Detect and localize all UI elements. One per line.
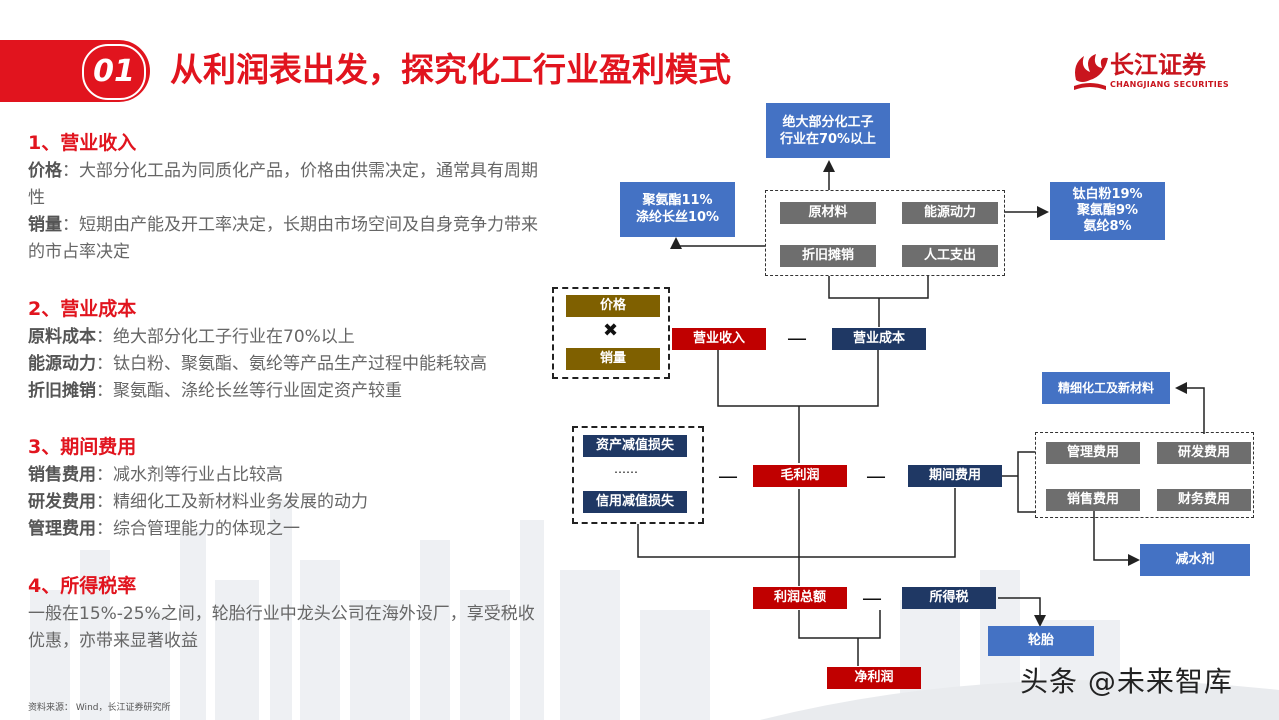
depreciation-box: 折旧摊销 [780, 245, 876, 267]
changjiang-logo-icon [1074, 54, 1108, 90]
cost-depreciation-line: 折旧摊销：聚氨酯、涤纶长丝等行业固定资产较重 [28, 381, 402, 401]
cost-items-group [765, 190, 1005, 276]
tire-box: 轮胎 [988, 626, 1094, 656]
sales-expense-box: 销售费用 [1046, 489, 1140, 511]
tax-line: 一般在15%-25%之间，轮胎行业中龙头公司在海外设厂，享受税收优惠，亦带来显著… [28, 604, 535, 651]
expense-admin-line: 管理费用：综合管理能力的体现之一 [28, 519, 300, 539]
section-tax-title: 4、所得税率 [28, 575, 137, 597]
cost-raw-line: 原料成本：绝大部分化工子行业在70%以上 [28, 327, 355, 347]
section-cost-body: 原料成本：绝大部分化工子行业在70%以上 能源动力：钛白粉、聚氨酯、氨纶等产品生… [28, 324, 548, 405]
period-expense-box: 期间费用 [908, 465, 1002, 487]
water-reducer-box: 减水剂 [1140, 544, 1250, 576]
labor-box: 人工支出 [902, 245, 998, 267]
minus-sign-impairment: — [718, 464, 738, 488]
total-profit-box: 利润总额 [753, 587, 847, 609]
minus-sign-revenue-cost: — [787, 326, 807, 350]
net-profit-box: 净利润 [827, 667, 921, 689]
impairment-ellipsis: …… [614, 462, 638, 476]
finance-expense-box: 财务费用 [1157, 489, 1251, 511]
income-tax-box: 所得税 [902, 587, 996, 609]
raw-material-box: 原材料 [780, 202, 876, 224]
section-expense-body: 销售费用：减水剂等行业占比较高 研发费用：精细化工及新材料业务发展的动力 管理费… [28, 462, 548, 543]
minus-sign-tax: — [862, 586, 882, 610]
section-expense-title: 3、期间费用 [28, 436, 137, 458]
revenue-box: 营业收入 [672, 328, 766, 350]
logo-text-en: CHANGJIANG SECURITIES [1110, 80, 1229, 89]
operating-cost-box: 营业成本 [832, 328, 926, 350]
energy-box: 能源动力 [902, 202, 998, 224]
section-revenue-title: 1、营业收入 [28, 132, 137, 154]
asset-impairment-box: 资产减值损失 [583, 435, 687, 457]
expense-rd-line: 研发费用：精细化工及新材料业务发展的动力 [28, 492, 368, 512]
price-box: 价格 [566, 295, 660, 317]
volume-box: 销量 [566, 348, 660, 370]
revenue-price-line: 价格：大部分化工品为同质化产品，价格由供需决定，通常具有周期性 [28, 161, 538, 208]
credit-impairment-box: 信用减值损失 [583, 491, 687, 513]
admin-expense-box: 管理费用 [1046, 442, 1140, 464]
expense-items-group [1035, 432, 1254, 518]
price-volume-group [552, 287, 670, 379]
watermark-text: 头条 @未来智库 [1020, 665, 1233, 698]
depreciation-share-note: 聚氨酯11% 涤纶长丝10% [620, 182, 735, 237]
impairment-group [572, 426, 704, 524]
section-number-badge: 01 [82, 44, 146, 100]
page-title: 从利润表出发，探究化工行业盈利模式 [170, 50, 731, 89]
energy-share-note: 钛白粉19% 聚氨酯9% 氨纶8% [1050, 182, 1165, 240]
raw-material-share-note: 绝大部分化工子 行业在70%以上 [766, 103, 890, 158]
expense-sales-line: 销售费用：减水剂等行业占比较高 [28, 465, 283, 485]
logo-text-cn: 长江证券 [1110, 51, 1206, 79]
section-cost-title: 2、营业成本 [28, 298, 137, 320]
section-tax-body: 一般在15%-25%之间，轮胎行业中龙头公司在海外设厂，享受税收优惠，亦带来显著… [28, 601, 548, 655]
fine-chemicals-box: 精细化工及新材料 [1042, 372, 1170, 404]
gross-profit-box: 毛利润 [753, 465, 847, 487]
cost-energy-line: 能源动力：钛白粉、聚氨酯、氨纶等产品生产过程中能耗较高 [28, 354, 487, 374]
multiply-icon: ✖ [603, 320, 619, 341]
source-footnote: 资料来源： Wind，长江证券研究所 [28, 703, 171, 713]
minus-sign-period-expense: — [866, 464, 886, 488]
revenue-volume-line: 销量：短期由产能及开工率决定，长期由市场空间及自身竞争力带来的市占率决定 [28, 215, 538, 262]
section-revenue-body: 价格：大部分化工品为同质化产品，价格由供需决定，通常具有周期性 销量：短期由产能… [28, 158, 548, 266]
rd-expense-box: 研发费用 [1157, 442, 1251, 464]
